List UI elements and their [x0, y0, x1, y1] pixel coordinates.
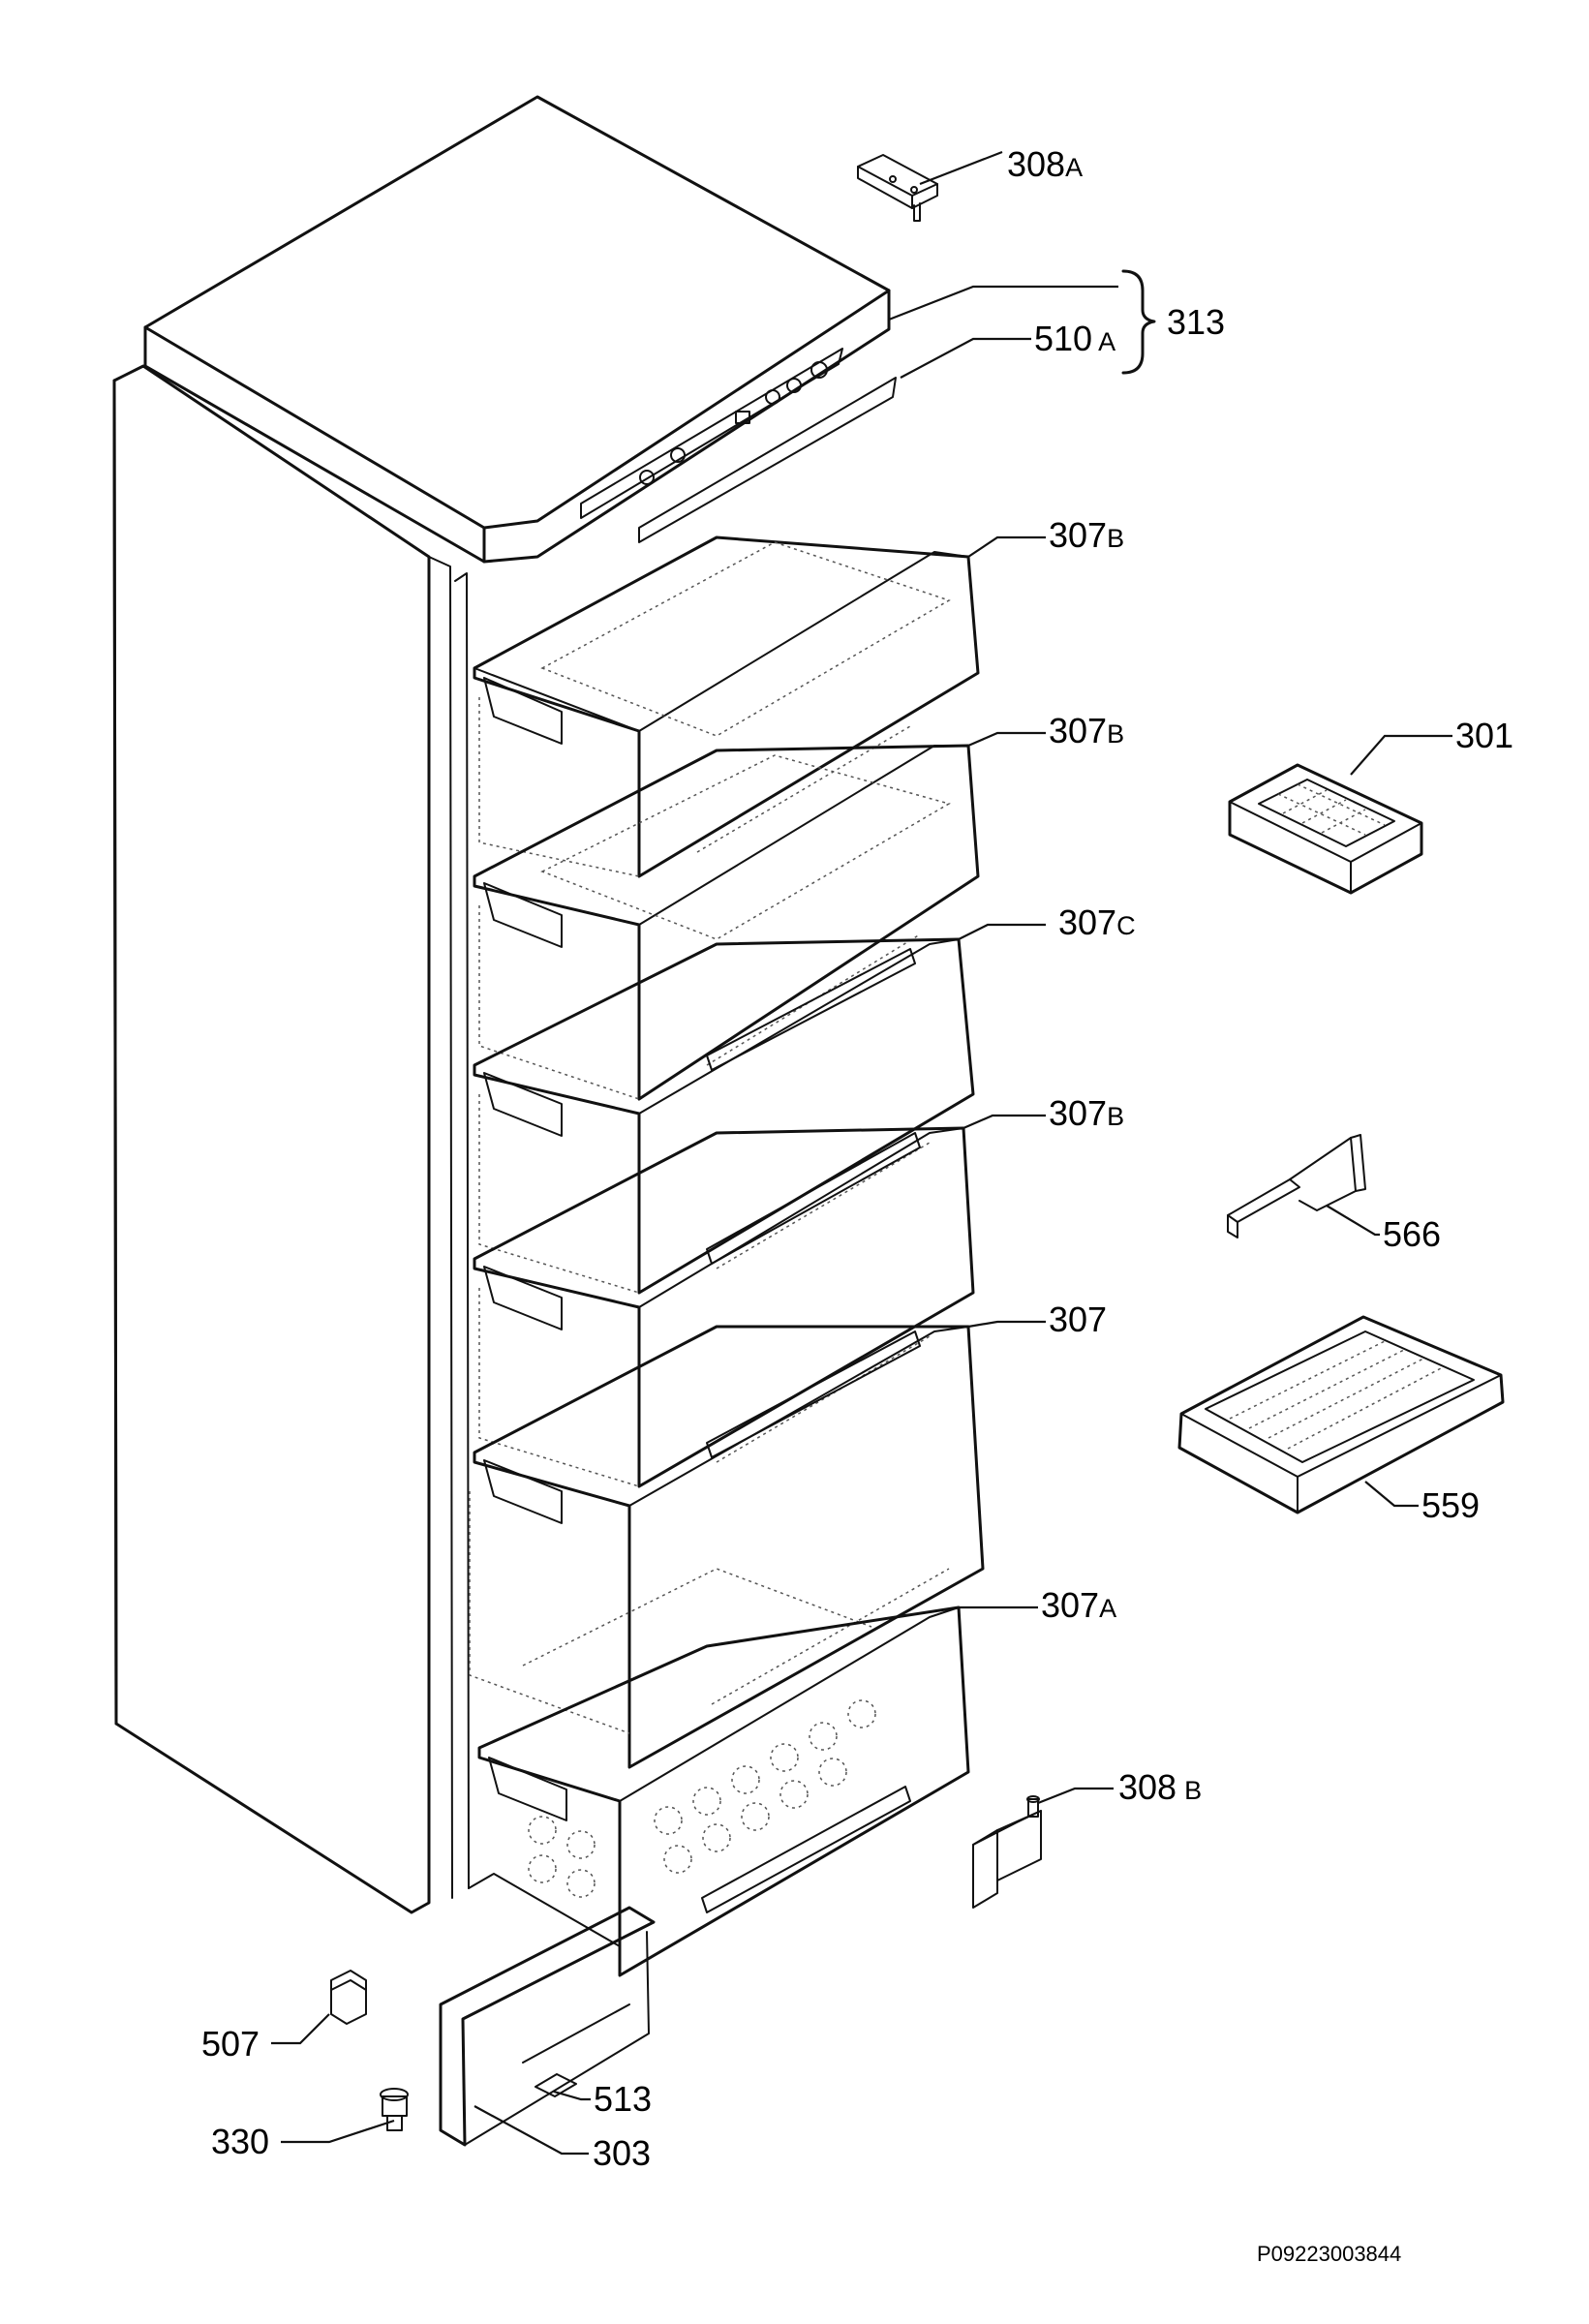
drawer-307A-bottom [477, 1605, 970, 1977]
ice-scraper-566 [1227, 1134, 1366, 1238]
adjustable-foot-330 [380, 2088, 409, 2131]
label-313: 313 [1167, 302, 1225, 342]
cover-cap-513 [535, 2073, 577, 2097]
label-303: 303 [593, 2133, 651, 2173]
kick-plate-303 [439, 1906, 656, 2147]
ice-cube-tray-301 [1228, 763, 1423, 895]
hinge-clip-507 [330, 1970, 367, 2025]
cold-accumulator-559 [1177, 1315, 1505, 1514]
label-307A: 307A [1041, 1585, 1116, 1625]
drawer-307B-second [473, 744, 980, 1101]
label-307B-1: 307B [1049, 515, 1124, 555]
label-307: 307 [1049, 1300, 1107, 1339]
label-307B-3: 307B [1049, 1093, 1124, 1133]
label-507: 507 [201, 2024, 260, 2064]
label-307B-2: 307B [1049, 711, 1124, 750]
label-566: 566 [1383, 1214, 1441, 1254]
drawing-code: P09223003844 [1257, 2242, 1401, 2266]
label-513: 513 [594, 2079, 652, 2119]
top-hinge-308A [857, 154, 938, 222]
label-308A: 308A [1007, 144, 1083, 184]
label-559: 559 [1421, 1485, 1480, 1525]
label-307C: 307C [1058, 902, 1136, 942]
drawer-307B-fourth [473, 1126, 975, 1488]
bottom-hinge-308B [972, 1795, 1042, 1909]
brace-313 [1121, 269, 1156, 375]
drawer-307 [469, 1325, 985, 1769]
top-cover-assembly [143, 95, 897, 564]
freezer-cabinet [112, 364, 621, 1947]
label-330: 330 [211, 2122, 269, 2161]
drawer-307B-top [473, 535, 980, 878]
label-301: 301 [1455, 716, 1513, 755]
leader-lines [271, 150, 1452, 2156]
